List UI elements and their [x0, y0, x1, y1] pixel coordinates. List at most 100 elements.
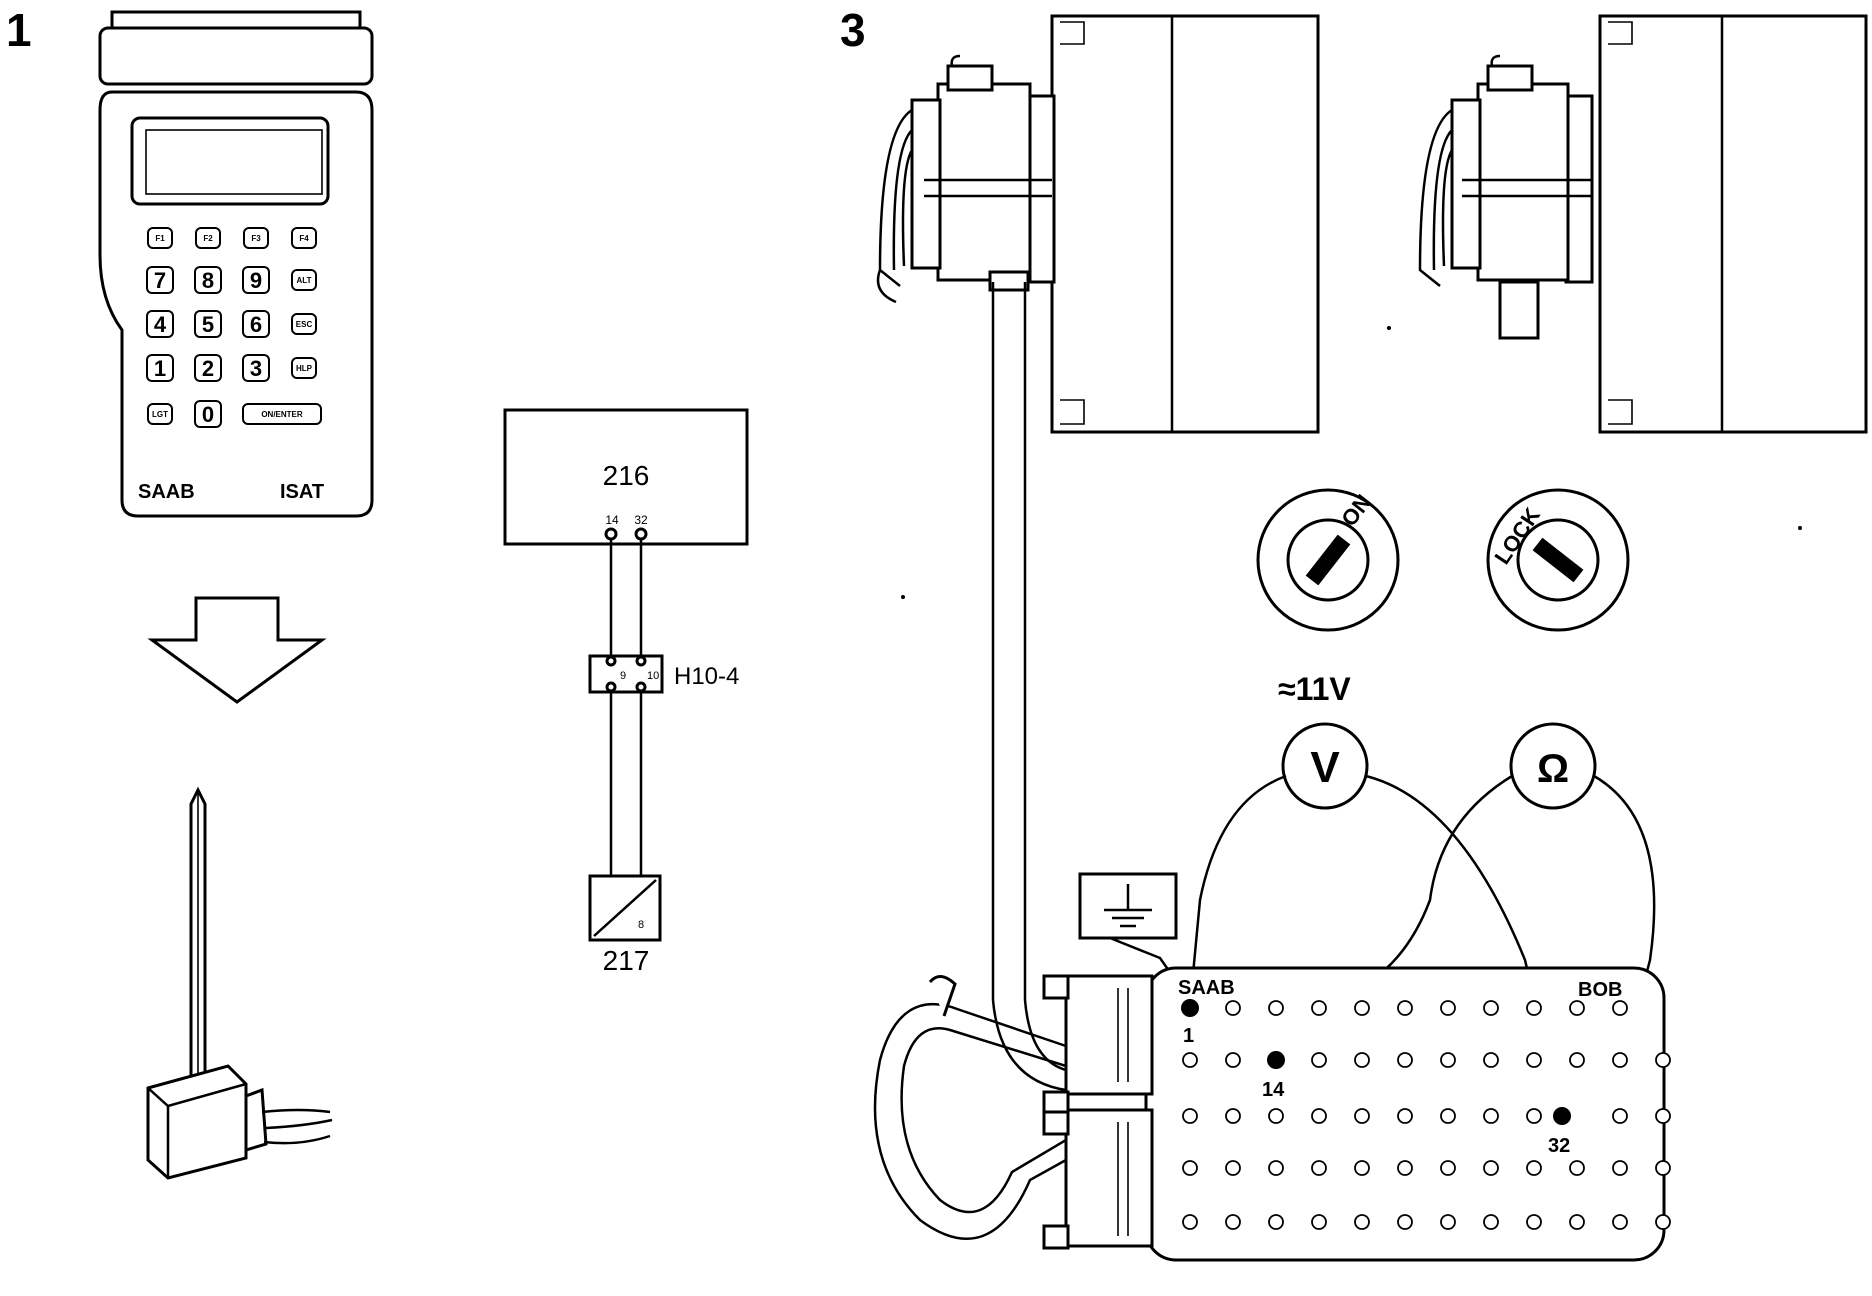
down-arrow-icon — [147, 596, 327, 704]
isat-key-3 — [242, 354, 270, 382]
pin-14-terminal — [604, 527, 618, 541]
isat-key-5 — [194, 310, 222, 338]
module-right-plug — [1476, 82, 1570, 282]
bob-pin-hole — [1397, 1160, 1413, 1176]
bob-pin-hole — [1526, 1108, 1542, 1124]
bob-cable-loop — [873, 975, 1067, 1240]
isat-key-label: F2 — [203, 234, 213, 243]
bob-pin-hole — [1526, 1052, 1542, 1068]
bob-pin-hole — [1483, 1160, 1499, 1176]
module-right-case — [1598, 14, 1868, 434]
adapter-cable-join-1 — [991, 999, 1067, 1092]
isat-key-label: 9 — [250, 268, 262, 293]
bob-pin-hole — [1354, 1052, 1370, 1068]
connector-h10-4 — [588, 654, 664, 694]
ground-icon — [1078, 872, 1181, 987]
isat-key-alt — [291, 269, 317, 291]
voltage-reading: ≈11V — [1278, 671, 1351, 707]
bob-pin-hole — [1311, 1160, 1327, 1176]
cable-loop-end — [928, 975, 957, 1017]
module-left-latch — [946, 64, 994, 92]
module-right-wires-3 — [1441, 149, 1454, 267]
isat-key-on-enter — [242, 403, 322, 425]
bob-connector-tab-1 — [1042, 974, 1070, 1000]
isat-key-label: 3 — [250, 356, 262, 381]
isat-key-label: LGT — [152, 410, 168, 419]
pin-32-label: 32 — [634, 513, 648, 527]
bob-pin-hole — [1440, 1052, 1456, 1068]
bob-pin-hole — [1569, 1160, 1585, 1176]
bob-pin-hole — [1440, 1214, 1456, 1230]
isat-key-esc — [291, 313, 317, 335]
bob-pin-hole — [1182, 1052, 1198, 1068]
ignition-on-key-slot — [1305, 534, 1351, 586]
isat-key-label: 0 — [202, 402, 214, 427]
bob-pin-hole — [1225, 1000, 1241, 1016]
temperature-probe — [146, 786, 333, 1180]
bob-pin-hole — [1612, 1000, 1628, 1016]
isat-key-6 — [242, 310, 270, 338]
bob-pin-hole — [1569, 1214, 1585, 1230]
isat-key-label: ESC — [296, 320, 313, 329]
bob-pin-hole — [1569, 1000, 1585, 1016]
probe-wire-1 — [261, 1108, 331, 1114]
bob-pin-14-label: 14 — [1262, 1079, 1285, 1101]
scan-dot-1 — [901, 595, 905, 599]
module-left-plug — [936, 82, 1032, 282]
bob-pin-14-probe — [1267, 1051, 1285, 1069]
probe-plug — [244, 1087, 268, 1153]
voltmeter-lead-to-pin-32 — [1365, 774, 1564, 1117]
bob-pin-hole — [1397, 1214, 1413, 1230]
bob-pin-hole — [1483, 1052, 1499, 1068]
module-216-box — [503, 408, 749, 546]
bob-pin-hole — [1440, 1160, 1456, 1176]
bob-pin-hole — [1526, 1000, 1542, 1016]
bob-pin-hole — [1440, 1000, 1456, 1016]
bob-pin-hole — [1397, 1000, 1413, 1016]
isat-brand-label: SAAB — [138, 481, 195, 503]
module-left-wires-3 — [901, 149, 914, 267]
bob-pin-hole — [1526, 1160, 1542, 1176]
connector-pin-9-top — [605, 655, 617, 667]
bob-pin-hole — [1397, 1108, 1413, 1124]
pin-32-terminal — [634, 527, 648, 541]
isat-key-2 — [194, 354, 222, 382]
module-left-adapter — [988, 270, 1030, 292]
bob-pin-hole — [1655, 1108, 1671, 1124]
probe-wire-3 — [263, 1134, 331, 1145]
module-left-cable-boot — [910, 98, 942, 270]
module-right-adapter — [1498, 280, 1540, 340]
isat-display-screen — [145, 129, 323, 195]
isat-top-connector — [98, 26, 374, 86]
module-right-cable-boot — [1450, 98, 1482, 270]
module-left-corner-bottom — [1060, 399, 1085, 425]
bob-pin-hole — [1354, 1160, 1370, 1176]
isat-key-7 — [146, 266, 174, 294]
module-right-socket — [1564, 94, 1594, 284]
sensor-217-pin-label: 8 — [638, 919, 644, 931]
bob-pin-hole — [1225, 1052, 1241, 1068]
bob-pin-hole — [1311, 1000, 1327, 1016]
isat-model-label: ISAT — [280, 481, 324, 503]
bob-pin-hole — [1225, 1108, 1241, 1124]
module-left-socket — [1026, 94, 1056, 284]
cable-loop-outer — [873, 1002, 1067, 1240]
isat-key-label: F1 — [155, 234, 165, 243]
sensor-217-diagonal — [593, 879, 657, 937]
bob-pin-grid — [1182, 1000, 1671, 1230]
bob-pin-hole — [1311, 1052, 1327, 1068]
voltmeter-icon — [1281, 722, 1369, 810]
bob-pin-hole — [1225, 1214, 1241, 1230]
bob-pin-32-probe — [1553, 1107, 1571, 1125]
connector-pin-9-label: 9 — [620, 670, 626, 682]
bob-pin-hole — [1612, 1052, 1628, 1068]
module-right-wires-2 — [1432, 129, 1453, 271]
isat-key-hlp — [291, 357, 317, 379]
isat-key-f1 — [147, 227, 173, 249]
ohmmeter-symbol: Ω — [1537, 747, 1569, 791]
bob-pin-hole — [1655, 1214, 1671, 1230]
isat-key-label: 1 — [154, 356, 166, 381]
module-right-corner-bottom — [1608, 399, 1633, 425]
bob-pin-hole — [1440, 1108, 1456, 1124]
